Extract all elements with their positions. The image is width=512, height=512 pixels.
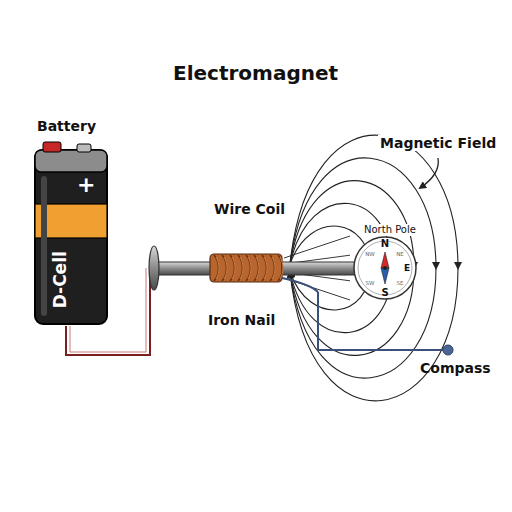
compass-needle-south (381, 268, 389, 284)
coil-turn (238, 255, 243, 281)
part-label: Compass (420, 360, 491, 376)
part-label: Magnetic Field (378, 135, 498, 151)
battery-body (33, 140, 109, 326)
coil-shine (272, 257, 275, 279)
compass-face (354, 237, 416, 299)
coil-turn (262, 255, 267, 281)
compass-letter: SE (397, 280, 404, 286)
compass-letter: N (381, 238, 389, 250)
battery-terminal (43, 142, 61, 152)
part-label: North Pole (362, 224, 418, 236)
coil-shine (216, 257, 219, 279)
compass-letter: NE (396, 251, 404, 257)
battery-shine (41, 176, 47, 316)
compass-letter: E (404, 263, 410, 273)
coil-windings (214, 255, 283, 281)
compass-needle-north (381, 252, 389, 268)
battery-type: D-Cell (51, 251, 71, 308)
coil-shine (224, 257, 227, 279)
field-line (284, 236, 350, 258)
nail-head (149, 246, 159, 290)
coil-turn (230, 255, 235, 281)
battery-case (35, 150, 107, 324)
coil-shine (264, 257, 267, 279)
pointer-arrow (420, 158, 438, 188)
compass-letter: S (381, 287, 388, 299)
title: Electromagnet (173, 62, 338, 85)
battery: Battery+D-Cell (33, 140, 109, 326)
battery-cap (35, 150, 107, 172)
coil-shine (240, 257, 243, 279)
coil-turn (222, 255, 227, 281)
coil-shine (232, 257, 235, 279)
coil-turn (254, 255, 259, 281)
part-label: Iron Nail (208, 312, 275, 328)
compass-letter: SW (366, 280, 375, 286)
coil-shine (280, 257, 283, 279)
battery-label: Battery (37, 118, 96, 134)
wire (282, 278, 318, 292)
wire-coil (210, 254, 282, 282)
battery-terminal (77, 144, 91, 152)
coil-turn (278, 255, 283, 281)
leader-dot (443, 345, 453, 355)
coil-turn (214, 255, 219, 281)
leader-line (318, 292, 443, 350)
coil-turn (270, 255, 275, 281)
compass-letter: NW (365, 251, 375, 257)
coil-turn (246, 255, 251, 281)
coil-shine (256, 257, 259, 279)
coil-shine (248, 257, 251, 279)
polarity-mark: + (77, 172, 95, 197)
compass-pivot (383, 266, 387, 270)
part-label: Wire Coil (214, 201, 285, 217)
